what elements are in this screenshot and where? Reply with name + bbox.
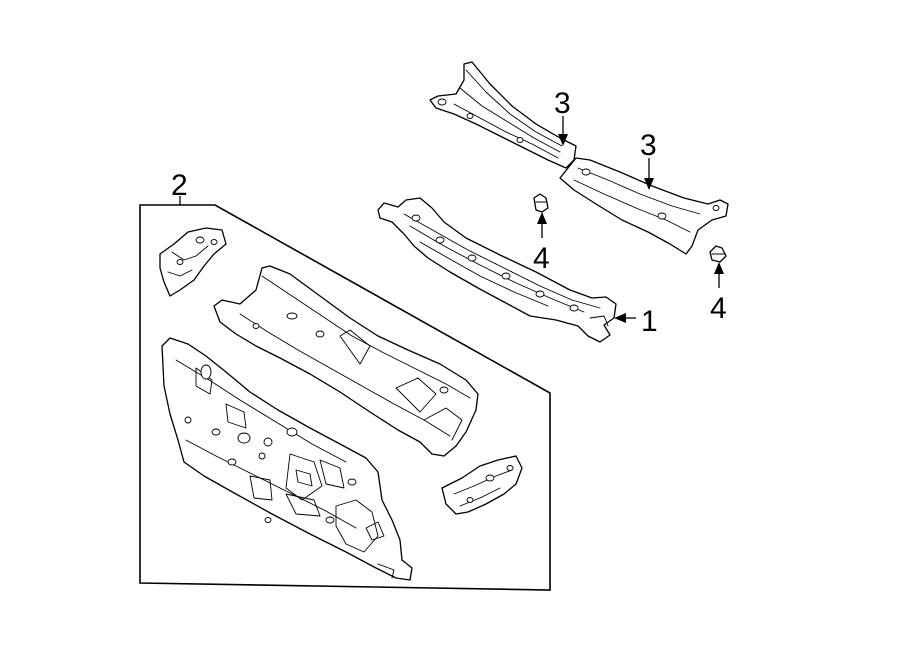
retainer-clip-left — [533, 193, 549, 213]
arrowhead-4b — [714, 262, 724, 274]
cowl-panel-part-1 — [377, 197, 617, 343]
arrowhead-4a — [537, 212, 547, 224]
assembly-group-frame — [139, 204, 551, 591]
retainer-clip-right — [709, 245, 727, 263]
callout-label-1: 1 — [641, 305, 658, 338]
arrowhead-3b — [644, 178, 654, 190]
callout-label-2: 2 — [171, 169, 188, 202]
arrowhead-1 — [614, 313, 626, 323]
dash-upper-reinforcement — [213, 265, 479, 457]
callout-label-4-left: 4 — [533, 242, 550, 275]
callout-label-3-right: 3 — [640, 129, 657, 162]
callout-label-4-right: 4 — [710, 292, 727, 325]
upper-left-bracket — [159, 227, 227, 297]
lower-right-bracket — [441, 455, 523, 515]
cowl-top-panel-left — [429, 61, 577, 169]
dash-panel — [161, 337, 413, 581]
callout-label-3-left: 3 — [554, 87, 571, 120]
arrowhead-3a — [558, 134, 568, 146]
cowl-top-panel-right — [559, 157, 729, 255]
